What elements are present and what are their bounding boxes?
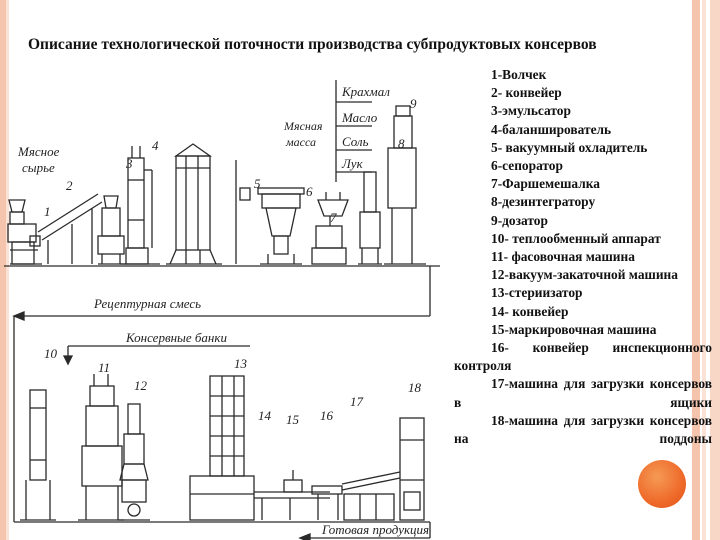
page-title: Описание технологической поточности прои… (28, 36, 597, 53)
number-5: 5 (254, 176, 261, 191)
legend-item-18: 18-машина для загрузки консервов на подд… (454, 412, 712, 447)
machine-13-sterilizer (189, 375, 255, 521)
machine-10-heat-exchanger (20, 389, 56, 521)
left-stripe-outer (0, 0, 6, 540)
label-mass-line2: масса (285, 135, 316, 149)
number-1: 1 (44, 204, 51, 219)
number-13: 13 (234, 356, 248, 371)
label-oil: Масло (341, 110, 378, 125)
equipment-legend: 1-Волчек 2- конвейер 3-эмульсатор 4-бала… (454, 66, 712, 448)
process-flow-diagram: Мясное сырье Мясная масса Крахмал Масло … (4, 80, 440, 540)
right-stripe-outer (692, 0, 700, 540)
label-raw-line2: сырье (22, 160, 55, 175)
machine-7-mixer (311, 192, 349, 265)
label-recipe-mix: Рецептурная смесь (93, 296, 201, 311)
legend-item-17: 17-машина для загрузки консервов в ящики (454, 376, 712, 410)
label-product: Готовая продукция (321, 522, 429, 537)
legend-item-15: 15-маркировочная машина (491, 321, 657, 337)
number-11: 11 (98, 360, 110, 375)
machine-5-vacuum-cooler (166, 143, 222, 265)
machine-9-dispenser (384, 105, 426, 265)
machine-8-disintegrator (358, 171, 382, 265)
legend-item-6: 6-сепоратор (491, 158, 563, 174)
left-stripe-inner (6, 0, 9, 540)
number-8: 8 (398, 136, 405, 151)
recipe-mix-line (12, 266, 431, 360)
number-15: 15 (286, 412, 300, 427)
machine-12-seamer (118, 403, 150, 521)
right-stripe-edge (710, 0, 720, 540)
label-onion: Лук (341, 156, 364, 171)
cans-line (62, 345, 250, 366)
number-12: 12 (134, 378, 148, 393)
label-mass-line1: Мясная (283, 119, 323, 133)
legend-item-9: 9-дозатор (491, 212, 548, 228)
legend-item-7: 7-Фаршемешалка (491, 176, 600, 192)
label-raw-line1: Мясное (17, 144, 60, 159)
machine-11-filling-machine (78, 374, 124, 521)
number-4: 4 (152, 138, 159, 153)
legend-item-1: 1-Волчек (491, 67, 547, 82)
right-stripe-inner (702, 0, 706, 540)
label-cans: Консервные банки (125, 330, 227, 345)
number-18: 18 (408, 380, 422, 395)
machine-1-grinder (7, 199, 42, 265)
legend-item-12: 12-вакуум-закаточной машина (491, 267, 678, 283)
legend-item-2: 2- конвейер (491, 85, 562, 101)
decorative-orange-circle (638, 460, 686, 508)
machine-18-pallet-loader (399, 417, 425, 521)
legend-item-13: 13-стериизатор (491, 285, 583, 301)
number-6: 6 (306, 184, 313, 199)
ingredients-bracket (335, 80, 372, 182)
machine-2-conveyor (37, 193, 103, 264)
machine-6-separator (235, 160, 305, 265)
legend-item-16: 16- конвейер инспекционного контроля (454, 340, 712, 374)
number-14: 14 (258, 408, 272, 423)
machine-15-labeler (283, 470, 303, 493)
number-2: 2 (66, 178, 73, 193)
legend-item-5: 5- вакуумный охладитель (491, 139, 648, 155)
legend-item-11: 11- фасовочная машина (491, 249, 635, 265)
legend-item-3: 3-эмульсатор (491, 103, 571, 119)
machine-4-blancher (120, 146, 160, 265)
label-salt: Соль (342, 134, 369, 149)
number-10: 10 (44, 346, 58, 361)
number-3: 3 (125, 156, 133, 171)
legend-item-14: 14- конвейер (491, 303, 569, 319)
legend-item-4: 4-баланширователь (491, 121, 612, 137)
machine-17-case-loader (341, 471, 401, 521)
machine-3-emulsifier (97, 195, 126, 265)
number-16: 16 (320, 408, 334, 423)
label-starch: Крахмал (341, 84, 390, 99)
legend-item-10: 10- теплообменный аппарат (491, 230, 661, 246)
number-17: 17 (350, 394, 364, 409)
number-7: 7 (330, 210, 337, 225)
number-9: 9 (410, 96, 417, 111)
product-output-line (298, 522, 431, 540)
legend-item-8: 8-дезинтегратору (491, 194, 596, 210)
machine-16-inspection-conveyor (311, 485, 343, 520)
